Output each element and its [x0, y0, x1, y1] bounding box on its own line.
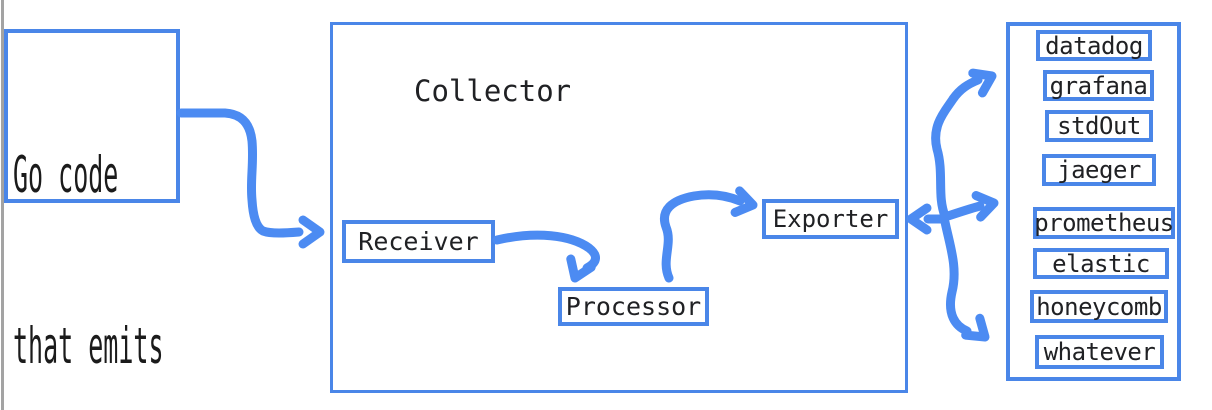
destination-label: grafana	[1049, 71, 1148, 100]
source-note-line-1: Go code	[13, 146, 119, 204]
destination-label: stdOut	[1057, 112, 1141, 140]
destination-node-elastic: elastic	[1033, 248, 1169, 279]
exporter-node-label: Exporter	[772, 205, 889, 233]
exporter-node: Exporter	[762, 199, 899, 239]
destination-label: whatever	[1043, 338, 1156, 366]
receiver-node: Receiver	[342, 220, 495, 263]
arrow-exporter-fanout-middle	[940, 191, 999, 222]
destination-label: elastic	[1052, 249, 1150, 278]
processor-node-label: Processor	[565, 292, 702, 321]
receiver-node-label: Receiver	[358, 227, 479, 256]
source-code-note-box	[4, 29, 180, 203]
arrow-source-to-receiver	[176, 108, 325, 249]
destination-node-jaeger: jaeger	[1042, 154, 1156, 186]
arrow-exporter-fanout-down	[940, 217, 990, 342]
destination-node-prometheus: prometheus	[1033, 207, 1175, 239]
processor-node: Processor	[558, 287, 709, 326]
arrow-fanout-head-to-exporter	[906, 203, 949, 235]
collector-title: Collector	[414, 74, 572, 108]
destination-label: datadog	[1045, 31, 1143, 60]
destination-label: prometheus	[1034, 209, 1174, 237]
window-edge-line	[1, 0, 4, 410]
destination-node-whatever: whatever	[1035, 335, 1164, 369]
destination-node-datadog: datadog	[1036, 30, 1152, 61]
destination-label: honeycomb	[1036, 292, 1162, 321]
destination-node-grafana: grafana	[1043, 70, 1154, 101]
destination-node-stdout: stdOut	[1045, 110, 1153, 142]
destination-node-honeycomb: honeycomb	[1030, 290, 1168, 323]
arrow-exporter-fanout-up	[931, 68, 997, 221]
destination-label: jaeger	[1057, 156, 1141, 184]
source-note-line-2: that emits	[13, 317, 164, 375]
source-note-text: Go code that emits metrics	[13, 33, 183, 410]
